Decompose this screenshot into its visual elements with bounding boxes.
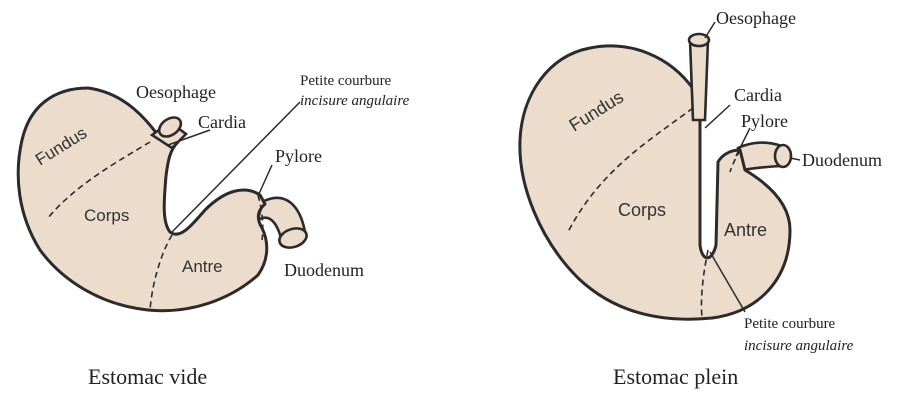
- full-cardia-leader: [705, 105, 730, 128]
- empty-antre-label: Antre: [182, 257, 223, 276]
- empty-pylore-leader: [258, 165, 272, 196]
- empty-oesophage-label: Oesophage: [136, 82, 216, 102]
- empty-duodenum-label: Duodenum: [284, 260, 364, 280]
- full-caption: Estomac plein: [613, 364, 738, 389]
- full-incisure-label: incisure angulaire: [744, 338, 854, 354]
- full-duodenum-opening: [775, 145, 791, 167]
- full-oesophage-label: Oesophage: [716, 8, 796, 28]
- empty-caption: Estomac vide: [88, 364, 207, 389]
- full-stomach-figure: Fundus Corps Antre Oesophage Cardia Pylo…: [520, 8, 882, 389]
- full-corps-label: Corps: [618, 200, 666, 220]
- full-cardia-label: Cardia: [734, 85, 782, 105]
- empty-corps-label: Corps: [84, 206, 129, 225]
- empty-petite-courbure-label: Petite courbure: [300, 73, 392, 89]
- full-oesophage-leader: [705, 22, 715, 38]
- empty-incisure-label: incisure angulaire: [300, 93, 410, 109]
- empty-cardia-label: Cardia: [198, 112, 246, 132]
- empty-stomach-figure: Fundus Corps Antre Oesophage Cardia Peti…: [18, 73, 409, 389]
- full-duodenum-label: Duodenum: [802, 150, 882, 170]
- full-pylore-label: Pylore: [741, 111, 788, 131]
- empty-pylore-label: Pylore: [275, 146, 322, 166]
- full-antre-label: Antre: [724, 220, 767, 240]
- full-petite-courbure-label: Petite courbure: [744, 316, 836, 332]
